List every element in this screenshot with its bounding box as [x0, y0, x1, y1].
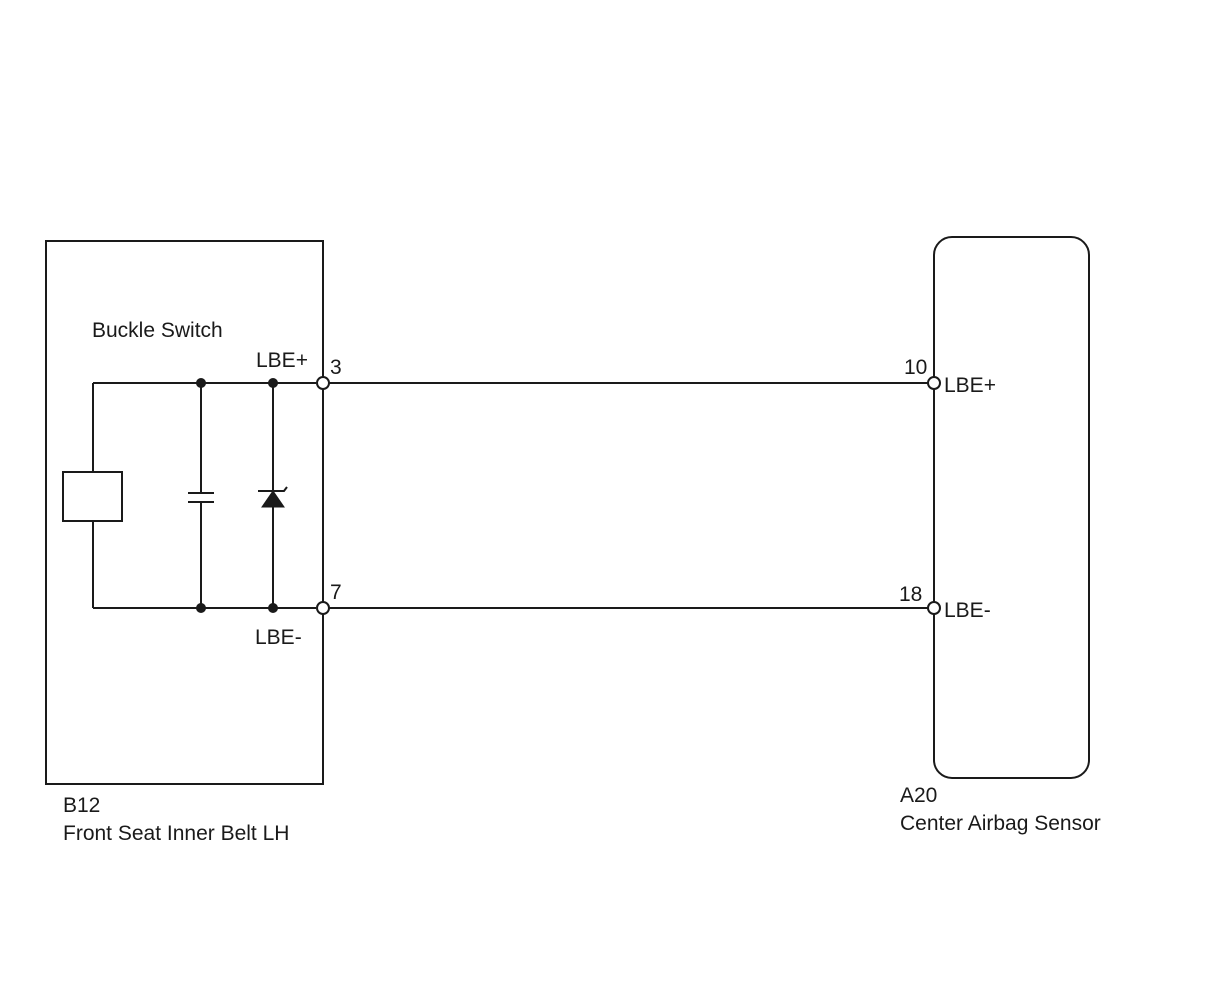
a20-signal-lbe-minus: LBE- — [944, 599, 991, 622]
a20-component-name: Center Airbag Sensor — [900, 812, 1101, 835]
junction-dot — [196, 603, 206, 613]
center-airbag-sensor-box — [933, 236, 1090, 779]
capacitor-symbol — [188, 383, 214, 608]
junction-dot — [268, 603, 278, 613]
terminal-a20-pin10 — [927, 376, 941, 390]
switch-element — [62, 471, 123, 522]
b12-connector-code: B12 — [63, 794, 100, 817]
b12-signal-lbe-plus: LBE+ — [256, 349, 308, 372]
terminal-b12-pin3 — [316, 376, 330, 390]
junction-dot — [268, 378, 278, 388]
a20-pin-number-10: 10 — [904, 356, 927, 379]
buckle-switch-label: Buckle Switch — [92, 319, 223, 342]
b12-pin-number-3: 3 — [330, 356, 342, 379]
front-seat-inner-belt-box — [45, 240, 324, 785]
buckle-switch-circuit — [62, 378, 316, 613]
junction-dot — [196, 378, 206, 388]
terminal-b12-pin7 — [316, 601, 330, 615]
b12-pin-number-7: 7 — [330, 581, 342, 604]
zener-diode-symbol — [258, 383, 288, 608]
b12-component-name: Front Seat Inner Belt LH — [63, 822, 289, 845]
a20-signal-lbe-plus: LBE+ — [944, 374, 996, 397]
b12-signal-lbe-minus: LBE- — [255, 626, 302, 649]
terminal-a20-pin18 — [927, 601, 941, 615]
a20-pin-number-18: 18 — [899, 583, 922, 606]
a20-connector-code: A20 — [900, 784, 937, 807]
